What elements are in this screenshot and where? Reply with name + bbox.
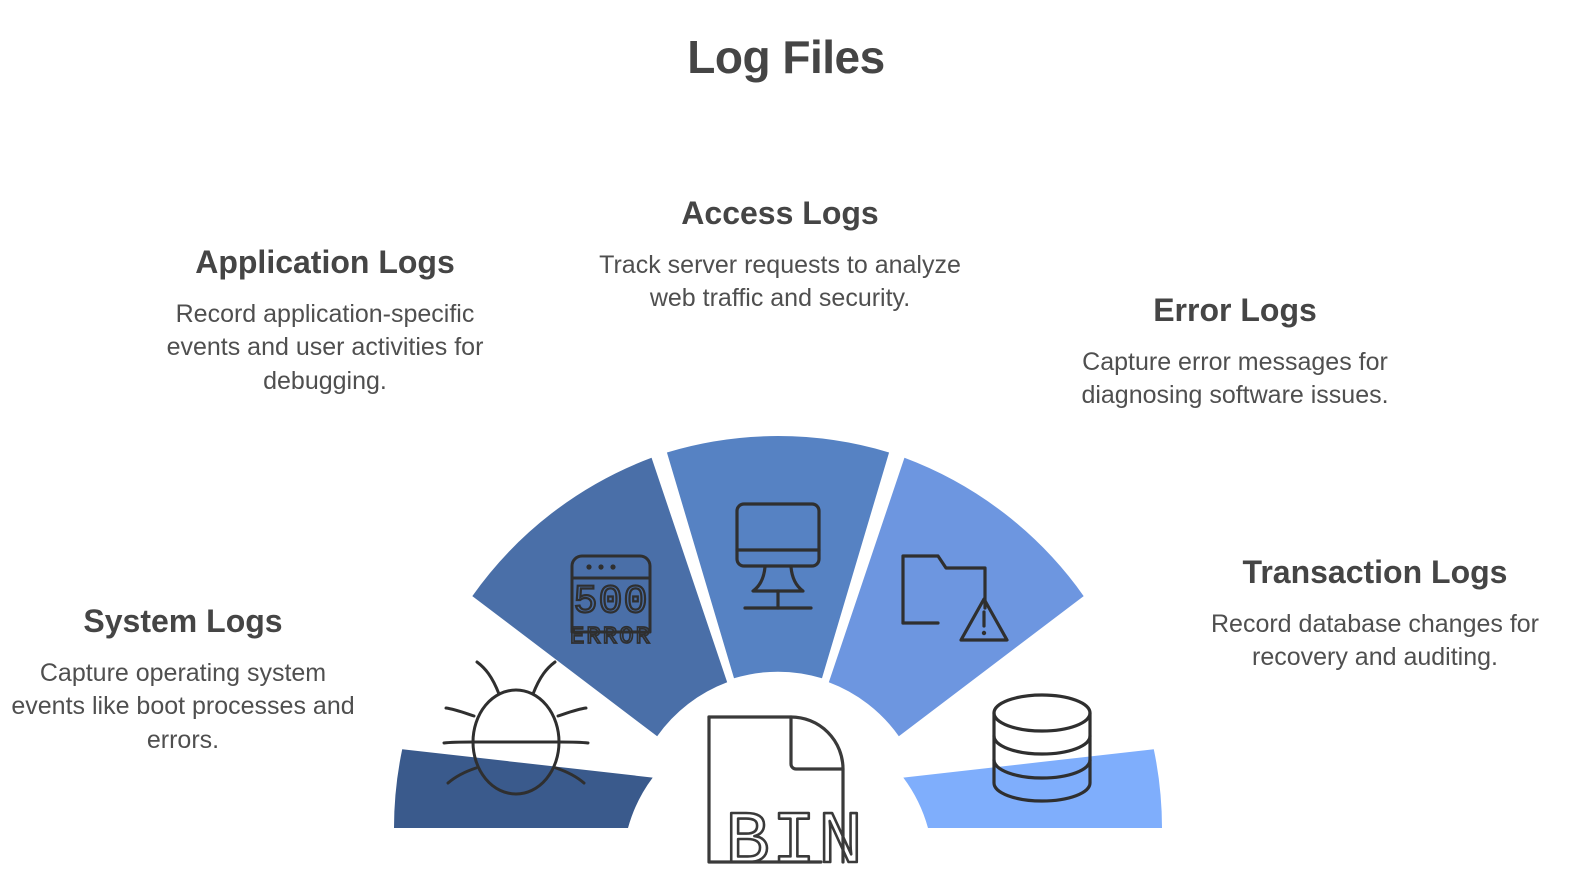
callout-access-logs: Access Logs Track server requests to ana…: [585, 194, 975, 316]
monitor-icon: [735, 502, 821, 610]
callout-error-logs: Error Logs Capture error messages for di…: [1050, 291, 1420, 413]
bug-icon: [442, 660, 590, 796]
folder-warning-icon: [901, 554, 1009, 642]
browser-500-error-icon: 500 ERROR: [569, 554, 652, 652]
callout-title: Application Logs: [195, 244, 455, 280]
callout-title: Error Logs: [1153, 292, 1317, 328]
callout-application-logs: Application Logs Record application-spec…: [150, 243, 500, 398]
segment-error-logs[interactable]: [828, 457, 1084, 737]
callout-system-logs: System Logs Capture operating system eve…: [8, 602, 358, 757]
segment-transaction-logs[interactable]: [903, 749, 1162, 828]
callout-title: Access Logs: [681, 195, 879, 231]
callout-title: System Logs: [83, 603, 283, 639]
database-icon: [992, 693, 1092, 803]
bin-file-icon: BIN: [707, 715, 864, 886]
callout-body: Capture error messages for diagnosing so…: [1081, 348, 1389, 410]
segment-application-logs[interactable]: [472, 457, 728, 737]
callout-body: Record database changes for recovery and…: [1211, 610, 1539, 672]
bin-file-label: BIN: [725, 801, 864, 885]
page-title: Log Files: [687, 31, 885, 83]
callout-transaction-logs: Transaction Logs Record database changes…: [1200, 553, 1550, 675]
callout-body: Capture operating system events like boo…: [11, 659, 355, 754]
callout-body: Track server requests to analyze web tra…: [599, 251, 961, 313]
icon-text-500: 500: [573, 580, 648, 625]
callout-body: Record application-specific events and u…: [166, 300, 484, 395]
callout-title: Transaction Logs: [1242, 554, 1508, 590]
segment-access-logs[interactable]: [666, 436, 890, 679]
icon-text-error: ERROR: [570, 624, 652, 651]
segment-system-logs[interactable]: [394, 749, 653, 828]
